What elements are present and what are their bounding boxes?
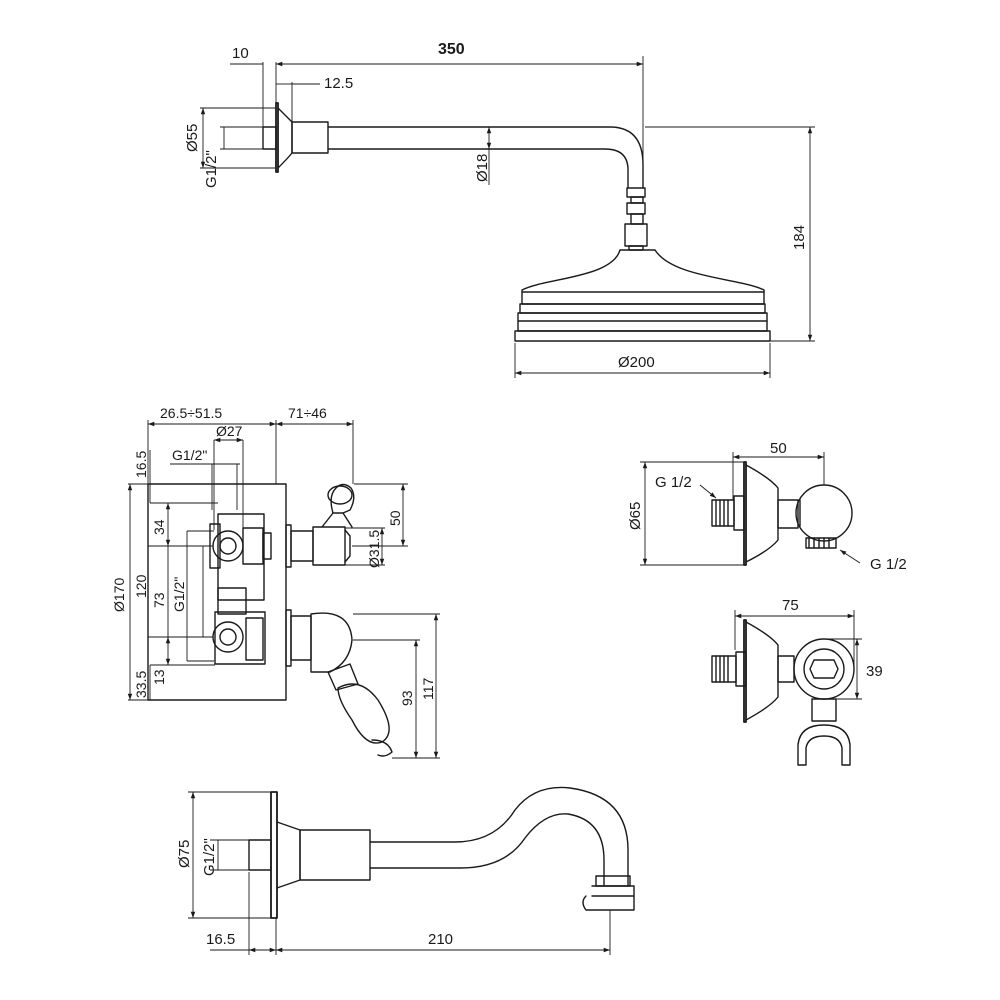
dim-holder-length: 75 [782, 597, 799, 614]
dim-shower-flange-diam: Ø55 [184, 124, 201, 152]
dim-mixer-lower-gap: 13 [151, 669, 167, 685]
dim-mixer-depth-range: 26.5÷51.5 [160, 405, 222, 421]
dim-mixer-lever-range: 71÷46 [288, 405, 327, 421]
dim-mixer-thread-top: G1/2" [172, 447, 207, 463]
shower-head-drawing: 350 10 12.5 Ø55 G1/2" Ø18 184 Ø200 [184, 41, 815, 378]
dim-holder-width: 39 [866, 663, 883, 680]
dim-shower-flange: 10 [232, 45, 249, 62]
dim-shower-pipe-diam: Ø18 [474, 154, 491, 182]
dim-mixer-thread-mid: G1/2" [171, 577, 187, 612]
dim-spout-length: 210 [428, 931, 453, 948]
dim-mixer-lever-drop: 93 [399, 690, 415, 706]
dim-mixer-handle-height: 50 [387, 510, 403, 526]
dim-shower-thread: G1/2" [203, 150, 220, 188]
dim-spout-thread: G1/2" [201, 838, 218, 876]
dim-outlet-thread-out: G 1/2 [870, 556, 907, 573]
dim-shower-length: 350 [438, 41, 465, 58]
dim-mixer-top-offset: 16.5 [133, 451, 149, 478]
mixer-drawing: 26.5÷51.5 71÷46 Ø27 G1/2" 16.5 Ø170 34 1… [111, 405, 440, 759]
dim-outlet-thread-in: G 1/2 [655, 474, 692, 491]
dim-shower-head-diam: Ø200 [618, 354, 655, 371]
dim-spout-flange-depth: 16.5 [206, 931, 235, 948]
dim-mixer-plate-diam: Ø170 [111, 578, 127, 612]
dim-mixer-bottom-offset: 33.5 [133, 671, 149, 698]
dim-mixer-lever-total: 117 [420, 677, 436, 700]
outlet-holder-drawing: 75 39 [711, 597, 883, 766]
dim-outlet-length: 50 [770, 440, 787, 457]
dim-mixer-centers: 73 [151, 592, 167, 608]
dim-mixer-upper-gap: 34 [151, 519, 167, 535]
dim-mixer-knob-diam: Ø31.5 [366, 530, 382, 568]
wall-outlet-drawing: 50 G 1/2 Ø65 G 1/2 [627, 440, 907, 573]
dim-outlet-flange-diam: Ø65 [627, 502, 644, 530]
dim-spout-flange-diam: Ø75 [176, 840, 193, 868]
dim-shower-offset: 12.5 [324, 75, 353, 92]
dim-mixer-port-diam: Ø27 [216, 423, 243, 439]
spout-drawing: Ø75 G1/2" 16.5 210 [176, 786, 635, 955]
dim-mixer-span: 120 [133, 574, 149, 598]
dim-shower-height: 184 [791, 225, 808, 250]
